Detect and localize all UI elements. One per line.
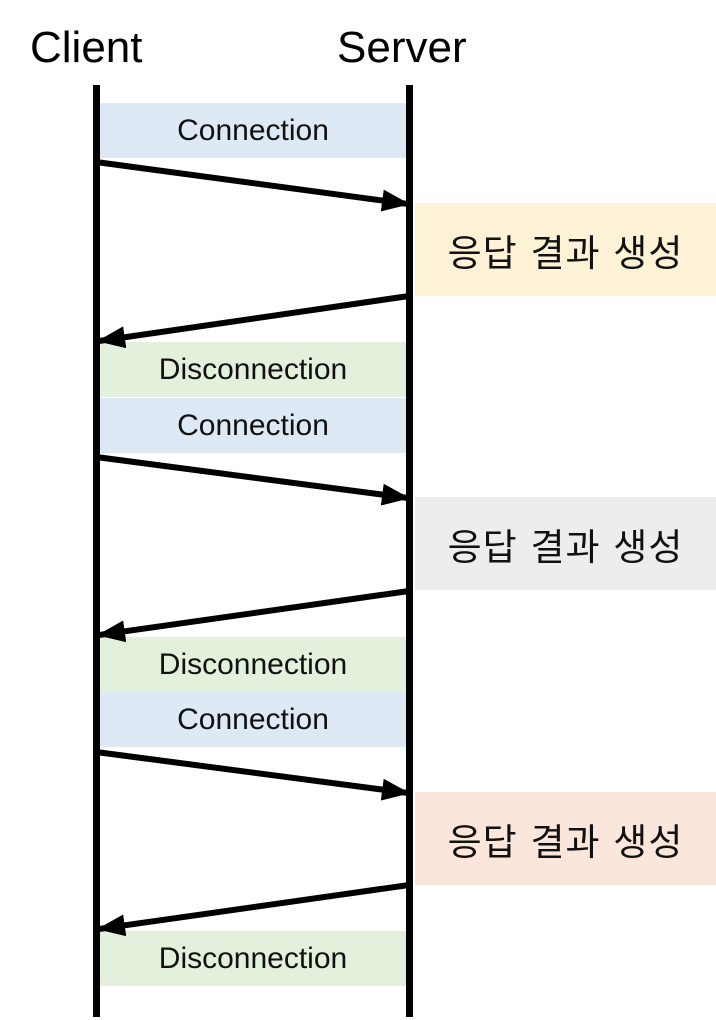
- response-generation-box: 응답 결과 생성: [415, 497, 716, 590]
- response-arrow: [97, 882, 410, 937]
- response-arrow: [97, 588, 410, 643]
- connection-band: Connection: [99, 398, 407, 453]
- connection-band: Connection: [99, 692, 407, 747]
- server-lifeline: [406, 85, 413, 1017]
- server-title: Server: [337, 23, 467, 72]
- request-arrow: [95, 159, 410, 212]
- client-title: Client: [30, 23, 143, 72]
- request-arrow: [95, 454, 410, 506]
- connection-band: Connection: [99, 103, 407, 158]
- response-arrow: [97, 293, 410, 349]
- client-lifeline: [93, 85, 100, 1017]
- response-generation-box: 응답 결과 생성: [415, 203, 716, 296]
- disconnection-band: Disconnection: [99, 342, 407, 397]
- disconnection-band: Disconnection: [99, 931, 407, 986]
- disconnection-band: Disconnection: [99, 637, 407, 692]
- request-arrow: [95, 749, 410, 801]
- response-generation-box: 응답 결과 생성: [415, 792, 716, 885]
